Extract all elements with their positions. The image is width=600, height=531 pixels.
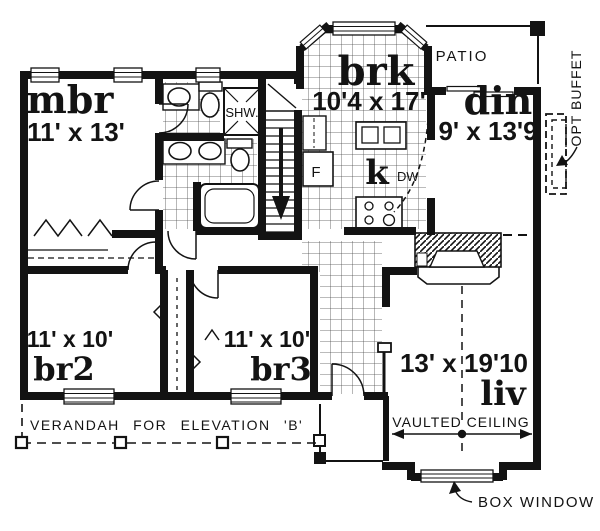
outdoor-structures bbox=[14, 21, 545, 464]
mbr-dims: 11' x 13' bbox=[27, 117, 125, 147]
stove bbox=[355, 196, 403, 231]
box-window-label: BOX WINDOW bbox=[478, 494, 595, 511]
br3-dims: 11' x 10' bbox=[224, 326, 310, 352]
fridge-label: F bbox=[311, 164, 320, 181]
box-window-arrow-head bbox=[449, 481, 461, 494]
verandah-label: VERANDAH FOR ELEVATION 'B' bbox=[30, 417, 303, 433]
kitchen-sink-basin-2 bbox=[383, 126, 401, 144]
mbr-window-1 bbox=[30, 67, 60, 83]
mbr-name: mbr bbox=[27, 77, 115, 122]
br3-door bbox=[189, 269, 219, 299]
fireplace bbox=[414, 232, 502, 285]
box-window-glass bbox=[420, 469, 494, 483]
porch-post bbox=[313, 434, 326, 447]
vault-arrow-right-head bbox=[520, 429, 532, 439]
text-labels: mbr 11' x 13' brk 10'4 x 17' din 9' x 13… bbox=[27, 48, 595, 511]
ensuite-door bbox=[158, 103, 189, 134]
annotation-lines bbox=[392, 113, 578, 503]
br3-closet-door-mark bbox=[189, 351, 202, 373]
firebox-notch bbox=[416, 252, 428, 267]
vaulted-ceiling-label: VAULTED CEILING bbox=[392, 414, 529, 430]
dishwasher-label: DW bbox=[397, 169, 419, 184]
patio-outline bbox=[426, 25, 539, 84]
din-name: din bbox=[464, 78, 533, 123]
front-door bbox=[331, 363, 365, 397]
counter-dashed bbox=[393, 119, 429, 213]
doors bbox=[33, 103, 365, 397]
shower-stall bbox=[223, 87, 261, 136]
porch-corner-post bbox=[314, 452, 326, 464]
hearth bbox=[417, 267, 500, 285]
bathtub-inner bbox=[204, 188, 255, 224]
vault-arrow-left-head bbox=[392, 429, 404, 439]
liv-name: liv bbox=[480, 374, 527, 414]
shower-label: SHW. bbox=[225, 105, 258, 120]
veranda-post-2 bbox=[113, 435, 128, 450]
br2-closet-door-mark bbox=[152, 301, 165, 323]
brk-dims: 10'4 x 17' bbox=[312, 86, 426, 116]
opt-buffet-outer bbox=[545, 113, 567, 195]
veranda-post-1 bbox=[14, 435, 29, 450]
firebox bbox=[428, 250, 486, 268]
closet-lines bbox=[28, 249, 178, 390]
windows bbox=[30, 21, 514, 483]
br2-window bbox=[63, 388, 115, 405]
wall-liv-nw bbox=[382, 267, 417, 307]
wall-liv-bottom bbox=[382, 462, 541, 481]
liv-dims: 13' x 19'10 bbox=[400, 348, 528, 378]
porch-outline bbox=[319, 404, 383, 462]
mbr-window-2 bbox=[113, 67, 143, 83]
br3-name: br3 bbox=[250, 350, 312, 388]
ensuite-toilet-bowl bbox=[200, 92, 220, 118]
bay-window-right bbox=[400, 24, 428, 50]
bath-sink-2 bbox=[198, 141, 222, 161]
ensuite-toilet-tank bbox=[198, 81, 223, 92]
bath-door bbox=[167, 230, 197, 260]
bath-toilet-bowl bbox=[230, 148, 250, 172]
mbr-door bbox=[129, 180, 160, 211]
hall-entry-tile bbox=[302, 241, 382, 394]
opt-buffet-arrow-head bbox=[556, 155, 568, 166]
veranda-post-3 bbox=[215, 435, 230, 450]
patio-post bbox=[530, 21, 545, 36]
staircase bbox=[262, 83, 300, 233]
patio-label: PATIO bbox=[436, 48, 489, 65]
bay-window-left bbox=[299, 24, 327, 50]
brk-name: brk bbox=[338, 48, 416, 95]
vault-arrow-dot bbox=[457, 429, 467, 439]
ensuite-sink bbox=[167, 87, 191, 107]
entry-rail-cap bbox=[377, 342, 392, 353]
br2-dims: 11' x 10' bbox=[27, 326, 113, 352]
stairs-down-arrow-icon bbox=[272, 196, 290, 220]
opt-buffet-label: OPT BUFFET bbox=[568, 50, 584, 147]
din-dims: 9' x 13'9 bbox=[438, 116, 537, 146]
bath-window bbox=[195, 67, 221, 83]
bay-window-top bbox=[332, 21, 396, 36]
fridge bbox=[302, 151, 334, 187]
bath-sink-1 bbox=[168, 141, 192, 161]
mbr-closet-bifold bbox=[33, 218, 113, 238]
basement-door-diagonal bbox=[267, 83, 297, 109]
kitchen-label: k bbox=[365, 153, 390, 193]
br3-window bbox=[230, 388, 282, 405]
wall-closet-br2-br3 bbox=[160, 270, 194, 396]
kitchen-sink-basin-1 bbox=[361, 126, 379, 144]
hall-door-mark bbox=[204, 328, 220, 341]
br2-door bbox=[127, 241, 157, 271]
bath-toilet-tank bbox=[226, 138, 253, 149]
patio-slider-door bbox=[446, 85, 514, 98]
br2-name: br2 bbox=[33, 350, 95, 388]
opt-buffet-inner bbox=[551, 119, 567, 189]
